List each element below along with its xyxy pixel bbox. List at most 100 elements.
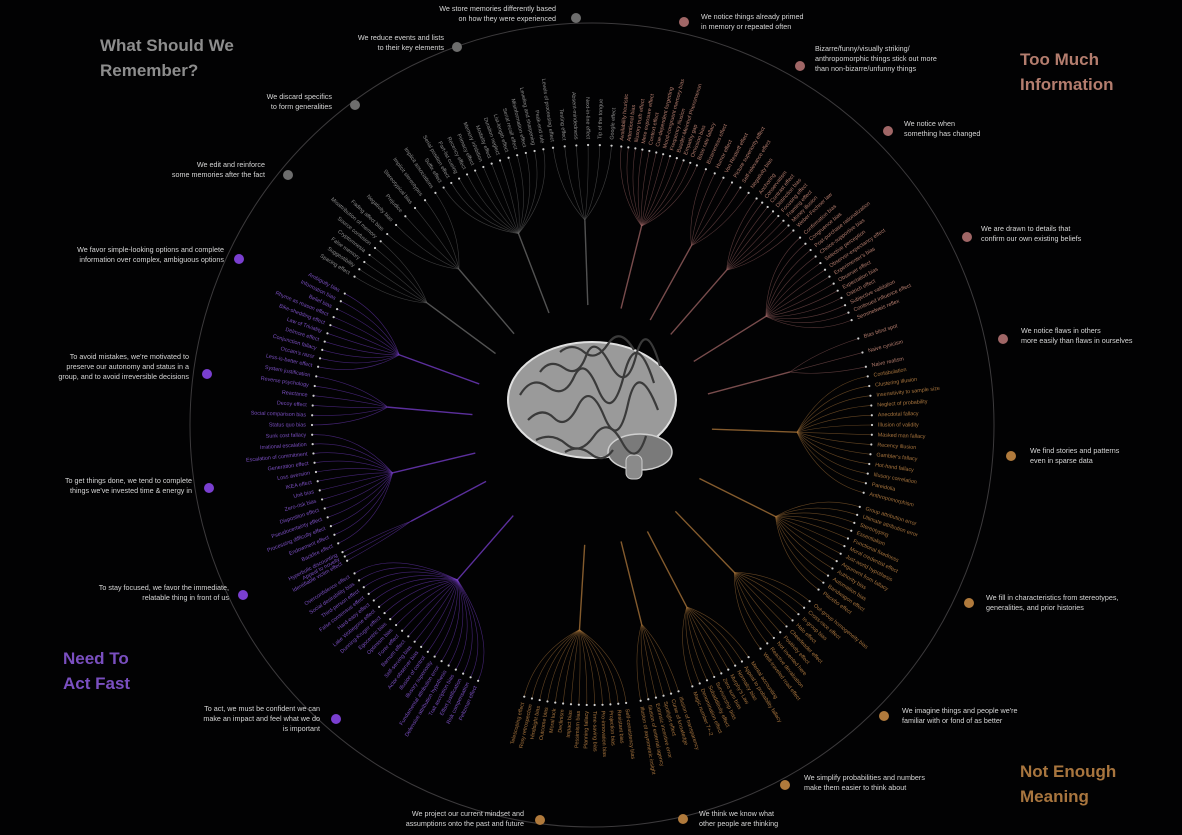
branch-end-dot — [575, 144, 578, 147]
branch-end-dot — [313, 461, 316, 464]
branch-end-dot — [317, 365, 320, 368]
branch-changed — [726, 220, 784, 271]
bias-label: Gambler's fallacy — [876, 452, 918, 462]
node-avoid-mistakes — [202, 369, 212, 379]
branch-end-dot — [318, 489, 321, 492]
branch-store-memories — [584, 145, 601, 221]
branch-end-dot — [551, 146, 555, 149]
node-layer — [202, 13, 1016, 825]
node-confirm-beliefs — [962, 232, 972, 242]
branch-probabilities — [686, 606, 722, 674]
branch-end-dot — [404, 215, 407, 218]
bias-label: Unit bias — [293, 489, 315, 500]
branch-get-things-done — [334, 472, 393, 536]
node-get-things-done — [204, 483, 214, 493]
branch-end-dot — [329, 525, 332, 528]
branch-end-dot — [469, 676, 472, 679]
bias-label: Masked man fallacy — [878, 432, 926, 440]
branch-avoid-mistakes — [312, 405, 388, 408]
branch-end-dot — [450, 181, 453, 185]
branch-edit-memories — [359, 268, 428, 304]
branch-others-thinking — [641, 623, 672, 694]
branch-simple-options — [336, 308, 400, 356]
branch-end-dot — [654, 696, 658, 699]
branch-end-dot — [823, 268, 827, 271]
branch-end-dot — [864, 482, 867, 485]
branch-reduce-events — [451, 182, 519, 234]
branch-end-dot — [394, 223, 398, 227]
branch-flaws — [789, 352, 863, 373]
branch-end-dot — [353, 275, 356, 278]
branch-end-dot — [523, 695, 526, 698]
branch-end-dot — [530, 697, 534, 700]
brain-fold — [519, 351, 656, 405]
branch-end-dot — [698, 682, 701, 685]
branch-end-dot — [311, 414, 314, 417]
annotation-reduce-events: We reduce events and lists to their key … — [357, 33, 444, 52]
branch-be-confident — [358, 567, 458, 581]
branch-reduce-events — [474, 170, 519, 234]
branch-end-dot — [730, 181, 734, 184]
branch-end-dot — [585, 703, 588, 707]
node-stereotypes — [964, 598, 974, 608]
branch-confirm-beliefs — [765, 276, 830, 317]
branch-discard-specifics — [414, 207, 460, 270]
branch-end-dot — [868, 462, 871, 466]
branch-stories — [796, 432, 864, 494]
branch-project-mindset — [539, 629, 580, 701]
quadrant-title-too-much-information: Too Much Information — [1020, 50, 1114, 94]
node-stories — [1006, 451, 1016, 461]
brain-cerebrum — [507, 341, 677, 459]
branch-end-dot — [747, 656, 750, 659]
branch-stereotypes — [775, 516, 833, 569]
branch-end-dot — [620, 145, 623, 148]
branch-end-dot — [819, 261, 822, 265]
branch-primed — [641, 158, 678, 227]
branch-end-dot — [846, 537, 850, 540]
branch-end-dot — [577, 703, 580, 706]
bias-label: Hot-hand fallacy — [875, 462, 915, 473]
branch-end-dot — [474, 169, 477, 172]
branch-end-dot — [312, 452, 315, 455]
branch-others-thinking — [641, 623, 679, 692]
brain-stem — [625, 454, 643, 480]
branch-others-thinking — [640, 623, 649, 700]
branch-project-mindset — [579, 629, 603, 705]
branch-familiar — [734, 572, 761, 649]
node-familiar — [879, 711, 889, 721]
bias-label: IKEA effect — [285, 480, 313, 491]
branch-end-dot — [870, 404, 873, 407]
branch-end-dot — [617, 702, 620, 705]
branch-reduce-events — [458, 178, 519, 234]
annotation-discard-specifics: We discard specifics to form generalitie… — [266, 92, 332, 111]
annotation-be-confident: To act, we must be confident we can make… — [203, 704, 320, 733]
branch-end-dot — [373, 246, 377, 250]
branch-primed — [641, 165, 698, 227]
branch-end-dot — [835, 560, 838, 563]
branch-end-dot — [323, 340, 326, 343]
branch-end-dot — [850, 319, 853, 322]
node-changed — [883, 126, 893, 136]
annotation-stories: We find stories and patterns even in spa… — [1030, 446, 1120, 465]
branch-end-dot — [798, 236, 802, 239]
branch-end-dot — [870, 423, 874, 427]
node-edit-memories — [283, 170, 293, 180]
bias-label: Moral luck — [549, 708, 558, 733]
branch-end-dot — [440, 660, 443, 663]
branch-changed — [726, 230, 794, 271]
branch-project-mindset — [531, 629, 580, 699]
branch-end-dot — [313, 384, 316, 388]
branch-end-dot — [329, 324, 332, 327]
branch-end-dot — [869, 453, 872, 456]
branch-stories — [796, 431, 868, 474]
branch-trunk-simple-options — [399, 354, 480, 385]
node-be-confident — [331, 714, 341, 724]
branch-reduce-events — [483, 166, 519, 234]
branch-store-memories — [564, 146, 586, 221]
branch-project-mindset — [570, 629, 580, 705]
annotation-flaws: We notice flaws in others more easily th… — [1021, 326, 1133, 345]
branch-end-dot — [353, 572, 356, 575]
branch-end-dot — [870, 414, 873, 417]
branch-end-dot — [610, 144, 613, 147]
branch-reduce-events — [518, 150, 538, 234]
